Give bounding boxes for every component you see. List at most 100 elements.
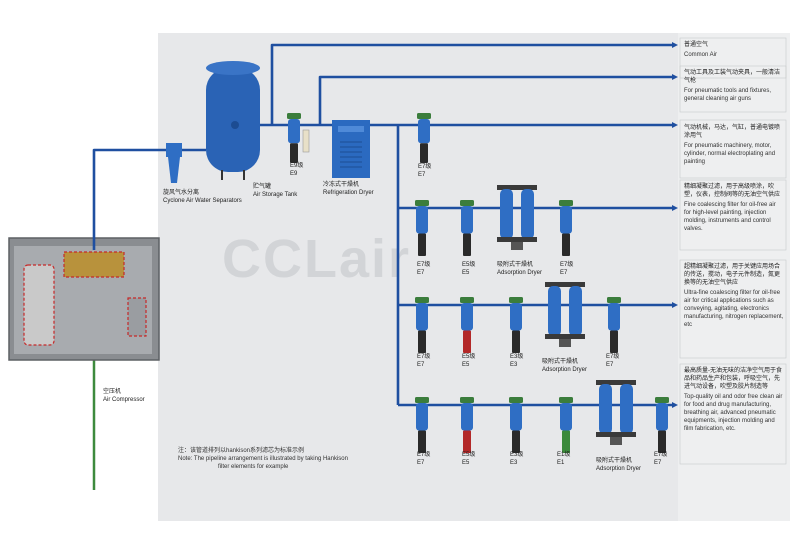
row4-dryer-en: Adsorption Dryer (596, 465, 642, 472)
output-desc-6-cn: 最高质量-无油无味的洁净空气用于食品和药品生产和包装，呼吸空气，先进气动设备，吹… (684, 368, 782, 390)
output-box-5 (679, 259, 787, 359)
pipe-tools (318, 75, 672, 125)
filter-e9-spare-element (302, 129, 310, 153)
row2-dryer-label: 吸附式干燥机 Adsorption Dryer (497, 262, 542, 277)
arrow-common-air (672, 42, 678, 48)
row2-adsorption-dryer-bottom-manifold (497, 237, 537, 242)
output-desc-2-cn: 气动工具及工装气动夹具，一般清洁气枪 (684, 70, 781, 84)
row2-filter3-en: E7 (560, 269, 568, 276)
row3-filter1-label: E7级 E7 (417, 354, 430, 369)
row3-adsorption-dryer-tower-left (548, 286, 561, 336)
row4-filter4-label: E1级 E1 (557, 452, 570, 467)
row4-dryer-label: 吸附式干燥机 Adsorption Dryer (596, 458, 641, 473)
row3-filter-e7b-cap (607, 297, 621, 303)
cyclone-label-cn: 旋风气水分离 (163, 190, 200, 196)
cyclone-label-en: Cyclone Air Water Separators (163, 197, 242, 204)
row3-dryer-en: Adsorption Dryer (542, 366, 588, 373)
output-box-2 (679, 65, 787, 113)
row2-dryer-en: Adsorption Dryer (497, 269, 543, 276)
watermark-logo: CCLair (222, 229, 412, 289)
tank-label: 贮气罐 Air Storage Tank (253, 184, 297, 199)
row4-filter-e7b-body (656, 403, 668, 431)
row4-adsorption-dryer-tower-left (599, 384, 612, 434)
row2-adsorption-dryer-top-manifold (497, 185, 537, 190)
row2-filter-e5-cartridge (463, 233, 471, 256)
compressor-label-en: Air Compressor (103, 396, 145, 403)
row3-filter-e7-cartridge (418, 330, 426, 353)
row3-filter-e3-cap (509, 297, 523, 303)
output-desc-6-en: Top-quality oil and odor free clean air … (684, 394, 783, 432)
filter-e9-body (288, 119, 300, 144)
refrigeration-dryer-panel (338, 126, 364, 132)
row2-filter-e7-cap (415, 200, 429, 206)
row3-filter1-en: E7 (417, 361, 425, 368)
compressor-panel (127, 297, 147, 337)
row1-filter-e7-cap (417, 113, 431, 119)
row2-filter-e7b-cartridge (562, 233, 570, 256)
output-box-3 (679, 119, 787, 179)
row4-filter2-label: E5级 E5 (462, 452, 475, 467)
row4-filter1-en: E7 (417, 459, 425, 466)
row4-adsorption-dryer-bottom-manifold (596, 432, 636, 437)
row4-filter-e1-body (560, 403, 572, 431)
row2-filter3-cn: E7级 (560, 262, 574, 268)
output-desc-5-cn: 超精细凝聚过滤，用于关键应用场合的传送，搅动，电子元件制造，氮更换等的无油空气供… (684, 264, 781, 286)
refdryer-label-en: Refrigeration Dryer (323, 189, 374, 196)
output-desc-3-cn: 气动机械，马达，气缸，普通电镀喷涂用气 (684, 125, 781, 139)
row4-filter4-cn: E1级 (557, 452, 571, 458)
row2-filter-e7-cartridge (418, 233, 426, 256)
row3-filter-e5-cartridge (463, 330, 471, 353)
cyclone-label: 旋风气水分离 Cyclone Air Water Separators (163, 190, 242, 205)
row2-filter2-en: E5 (462, 269, 470, 276)
row2-filter-e5-cap (460, 200, 474, 206)
row4-adsorption-dryer-controller (610, 437, 622, 445)
row2-filter-e7b-cap (559, 200, 573, 206)
row2-adsorption-dryer-tower-right (521, 189, 534, 239)
row4-filter-e3-body (510, 403, 522, 431)
row3-adsorption-dryer-tower-right (569, 286, 582, 336)
row4-filter-e7b-cartridge (658, 430, 666, 453)
output-desc-1-en: Common Air (684, 52, 718, 58)
tank-label-cn: 贮气罐 (253, 184, 272, 190)
row4-filter3-cn: E3级 (510, 452, 524, 458)
row3-filter-e3-body (510, 303, 522, 331)
row4-filter-e5-cartridge (463, 430, 471, 453)
note-en1: Note: The pipeline arrangement is illust… (178, 456, 348, 462)
row4-dryer-cn: 吸附式干燥机 (596, 458, 633, 464)
compressor-motor (63, 251, 125, 278)
output-desc-4-cn: 精细凝聚过滤，用于高级喷涂，吹塑，仪表，控制阀等的无油空气供应 (684, 184, 781, 198)
output-desc-1-cn: 普通空气 (684, 42, 709, 48)
row4-filter1-cn: E7级 (417, 452, 431, 458)
row3-filter-e7-cap (415, 297, 429, 303)
compressor-separator (23, 264, 55, 346)
compressor-label-cn: 空压机 (103, 389, 122, 395)
row1-filter1-cn: E7级 (418, 164, 432, 170)
row4-filter2-en: E5 (462, 459, 470, 466)
background-panel-right (678, 33, 790, 521)
row2-filter-e7b-body (560, 206, 572, 234)
pipe-compressor-to-cyclone (92, 148, 170, 250)
row2-filter1-cn: E7级 (417, 262, 431, 268)
row4-filter-e5-body (461, 403, 473, 431)
row2-filter-e5-body (461, 206, 473, 234)
row3-adsorption-dryer-controller (559, 339, 571, 347)
filter-e9-cartridge (290, 143, 298, 163)
tank-badge (231, 121, 239, 129)
row2-filter2-cn: E5级 (462, 262, 476, 268)
arrow-row4 (672, 402, 678, 408)
refdryer-label: 冷冻式干燥机 Refrigeration Dryer (323, 182, 374, 197)
row2-adsorption-dryer-tower-left (500, 189, 513, 239)
row3-filter2-en: E5 (462, 361, 470, 368)
output-box-1 (679, 37, 787, 79)
filter-e9-cap (287, 113, 301, 119)
row3-filter-e3-cartridge (512, 330, 520, 353)
row4-filter-e7b-cap (655, 397, 669, 403)
e9-label-en: E9 (290, 170, 298, 177)
row4-filter5-label: E7级 E7 (654, 452, 667, 467)
row3-filter3-cn: E3级 (510, 354, 524, 360)
row4-filter5-en: E7 (654, 459, 662, 466)
row4-adsorption-dryer-tower-right (620, 384, 633, 434)
row3-filter-e7-body (416, 303, 428, 331)
arrow-row3 (672, 302, 678, 308)
